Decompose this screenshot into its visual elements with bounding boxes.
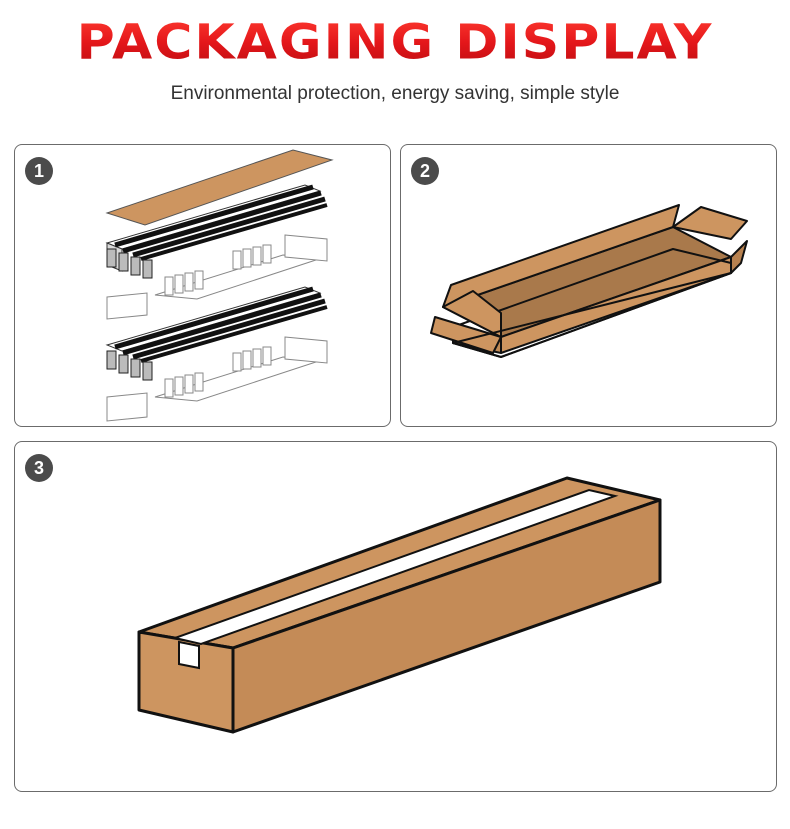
step-badge-1: 1: [25, 157, 53, 185]
step-badge-3: 3: [25, 454, 53, 482]
box-flap-left: [442, 290, 502, 338]
box-flap-right-side: [730, 240, 748, 274]
box-flap-right-top: [672, 206, 748, 240]
step-1-panel: 1: [14, 144, 391, 427]
tape-end: [178, 640, 200, 670]
cardboard-top-sheet: [105, 149, 334, 226]
rail-group-1: [105, 184, 328, 279]
step-2-panel: 2: [400, 144, 777, 427]
foam-tray-2: [106, 336, 328, 422]
step-3-panel: 3: [14, 441, 777, 792]
exploded-packing-illustration: [105, 149, 334, 422]
tape-strip: [171, 488, 619, 646]
box-flap-back: [442, 204, 680, 308]
page-subtitle: Environmental protection, energy saving,…: [170, 83, 620, 104]
page-title: PACKAGING DISPLAY: [0, 14, 790, 71]
box-flap-front-left: [430, 316, 502, 354]
sealed-box-illustration: [137, 476, 662, 734]
rail-group-2: [105, 286, 328, 381]
open-box-illustration: [430, 204, 748, 358]
foam-tray-1: [106, 234, 328, 320]
step-badge-2: 2: [411, 157, 439, 185]
